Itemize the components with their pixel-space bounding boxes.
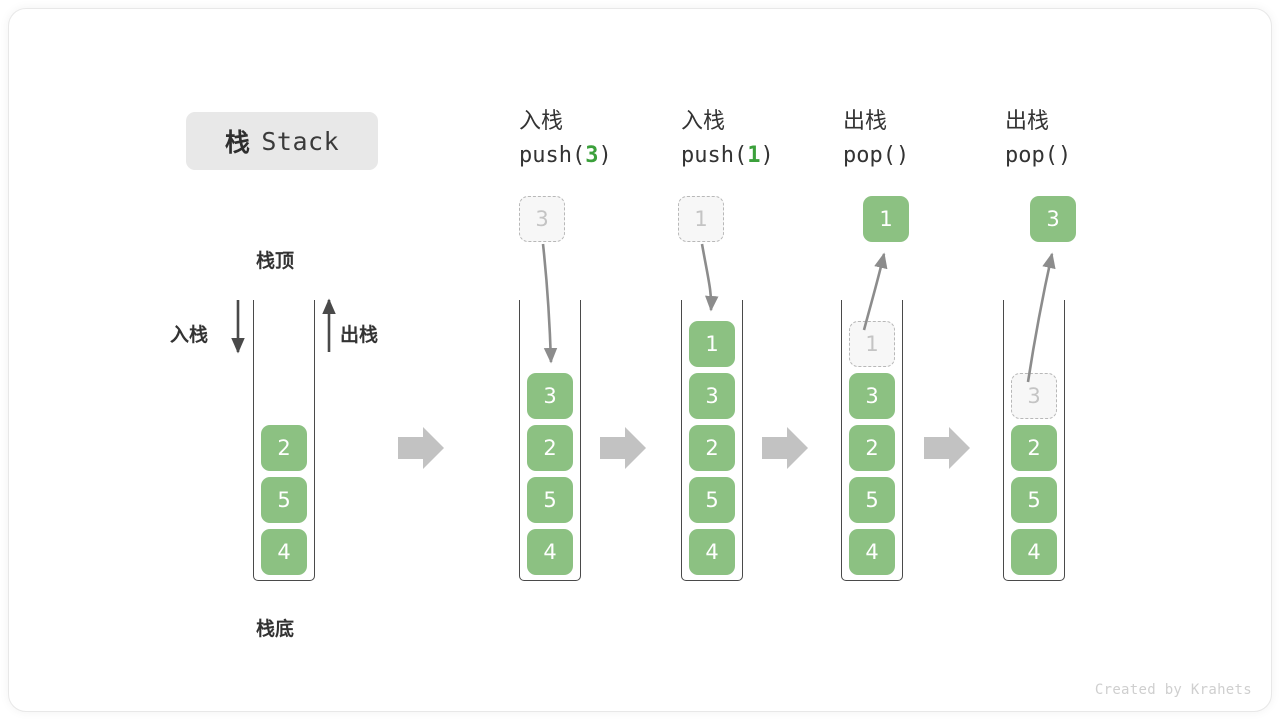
stack-element: 2 xyxy=(1011,425,1057,471)
stack-container-push-1 xyxy=(681,300,743,581)
header-label-cn: 出栈 xyxy=(1005,109,1050,134)
code-prefix: push( xyxy=(681,143,748,168)
stack-element: 4 xyxy=(849,529,895,575)
stack-element: 4 xyxy=(527,529,573,575)
code-suffix: ) xyxy=(760,143,774,168)
column-header-pop-1: 出栈 pop() xyxy=(843,105,1013,173)
label-push-side: 入栈 xyxy=(170,324,209,346)
code-prefix: pop( xyxy=(843,143,896,168)
stack-element: 3 xyxy=(849,373,895,419)
stack-container-initial xyxy=(253,300,315,581)
stack-element: 5 xyxy=(689,477,735,523)
floating-element-popped: 3 xyxy=(1030,196,1076,242)
stack-element: 5 xyxy=(527,477,573,523)
code-prefix: push( xyxy=(519,143,586,168)
header-label-code: pop() xyxy=(1005,139,1175,173)
stack-element: 5 xyxy=(261,477,307,523)
stack-element: 2 xyxy=(261,425,307,471)
label-stack-top: 栈顶 xyxy=(256,250,295,272)
header-label-code: push(1) xyxy=(681,139,851,173)
label-stack-bottom: 栈底 xyxy=(256,618,295,640)
label-pop-side: 出栈 xyxy=(340,324,379,346)
stack-element: 3 xyxy=(527,373,573,419)
code-suffix: ) xyxy=(895,143,910,168)
header-label-code: push(3) xyxy=(519,139,689,173)
stack-container-push-3 xyxy=(519,300,581,581)
code-prefix: pop( xyxy=(1005,143,1058,168)
footer-credit: Created by Krahets xyxy=(1094,682,1252,698)
floating-element-ghost: 3 xyxy=(519,196,565,242)
column-header-push-3: 入栈 push(3) xyxy=(519,105,689,173)
stack-element: 2 xyxy=(689,425,735,471)
floating-element-popped: 1 xyxy=(863,196,909,242)
code-arg: 3 xyxy=(585,143,599,168)
stack-element: 5 xyxy=(849,477,895,523)
header-label-code: pop() xyxy=(843,139,1013,173)
stack-element: 3 xyxy=(689,373,735,419)
stack-element: 5 xyxy=(1011,477,1057,523)
stack-element-ghost: 1 xyxy=(849,321,895,367)
stack-element: 4 xyxy=(689,529,735,575)
stack-element: 4 xyxy=(261,529,307,575)
code-arg: 1 xyxy=(747,143,761,168)
column-header-pop-3: 出栈 pop() xyxy=(1005,105,1175,173)
header-label-cn: 出栈 xyxy=(843,109,888,134)
stack-element: 4 xyxy=(1011,529,1057,575)
code-suffix: ) xyxy=(598,143,612,168)
floating-element-ghost: 1 xyxy=(678,196,724,242)
code-suffix: ) xyxy=(1057,143,1072,168)
stack-element: 2 xyxy=(527,425,573,471)
column-header-push-1: 入栈 push(1) xyxy=(681,105,851,173)
header-label-cn: 入栈 xyxy=(519,109,564,134)
stack-element: 1 xyxy=(689,321,735,367)
stack-container-pop-1 xyxy=(841,300,903,581)
stack-container-pop-3 xyxy=(1003,300,1065,581)
title-badge: 栈 Stack xyxy=(186,112,378,170)
title-cn: 栈 xyxy=(224,128,251,157)
stack-element: 2 xyxy=(849,425,895,471)
title-en: Stack xyxy=(261,126,340,156)
header-label-cn: 入栈 xyxy=(681,109,726,134)
stack-element-ghost: 3 xyxy=(1011,373,1057,419)
